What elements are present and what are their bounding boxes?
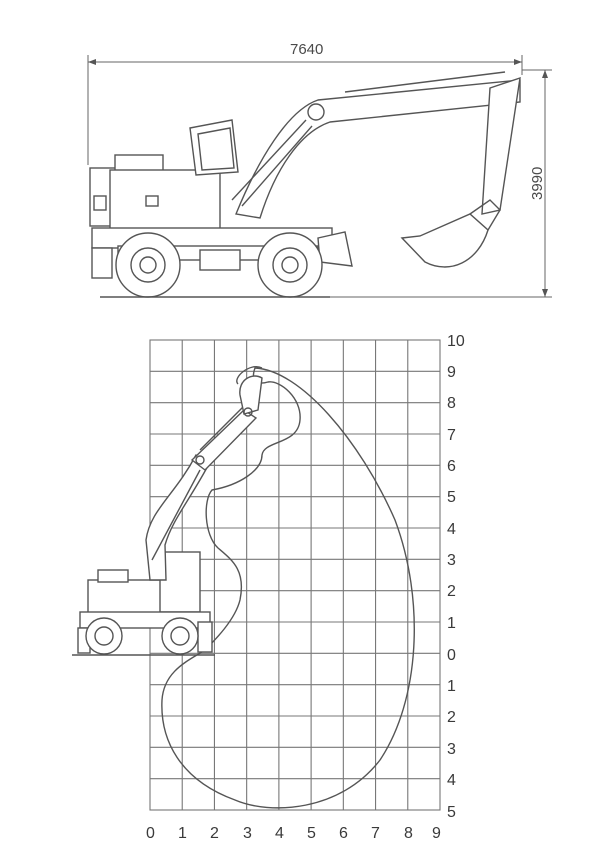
y-tick: 2 [447, 709, 456, 726]
length-dimension: 7640 [87, 41, 523, 165]
y-tick: 5 [447, 489, 456, 506]
y-tick: 4 [447, 772, 456, 789]
x-tick: 8 [404, 825, 413, 842]
side-view: 7640 3990 [87, 41, 552, 298]
length-label: 7640 [290, 41, 323, 58]
working-range-diagram: 10 9 8 7 6 5 4 3 2 1 0 1 2 3 4 5 0 1 2 3… [72, 333, 465, 842]
y-tick: 0 [447, 647, 456, 664]
x-tick: 9 [432, 825, 441, 842]
y-tick: 5 [447, 804, 456, 821]
y-tick: 3 [447, 552, 456, 569]
x-tick: 6 [339, 825, 348, 842]
y-tick: 1 [447, 615, 456, 632]
x-tick: 1 [178, 825, 187, 842]
y-tick: 4 [447, 521, 456, 538]
y-tick: 6 [447, 458, 456, 475]
y-tick: 10 [447, 333, 465, 350]
height-dimension: 3990 [300, 69, 552, 298]
excavator-side-view [89, 71, 521, 298]
y-tick: 8 [447, 395, 456, 412]
x-axis-labels: 0 1 2 3 4 5 6 7 8 9 [146, 825, 441, 842]
height-label: 3990 [529, 167, 546, 200]
x-tick: 7 [371, 825, 380, 842]
x-tick: 5 [307, 825, 316, 842]
y-tick: 7 [447, 427, 456, 444]
x-tick: 3 [243, 825, 252, 842]
excavator-reach-view [72, 375, 263, 656]
y-tick: 1 [447, 678, 456, 695]
x-tick: 0 [146, 825, 155, 842]
y-tick: 2 [447, 583, 456, 600]
x-tick: 4 [275, 825, 284, 842]
y-tick: 3 [447, 741, 456, 758]
y-tick: 9 [447, 364, 456, 381]
x-tick: 2 [210, 825, 219, 842]
y-axis-labels: 10 9 8 7 6 5 4 3 2 1 0 1 2 3 4 5 [447, 333, 465, 821]
